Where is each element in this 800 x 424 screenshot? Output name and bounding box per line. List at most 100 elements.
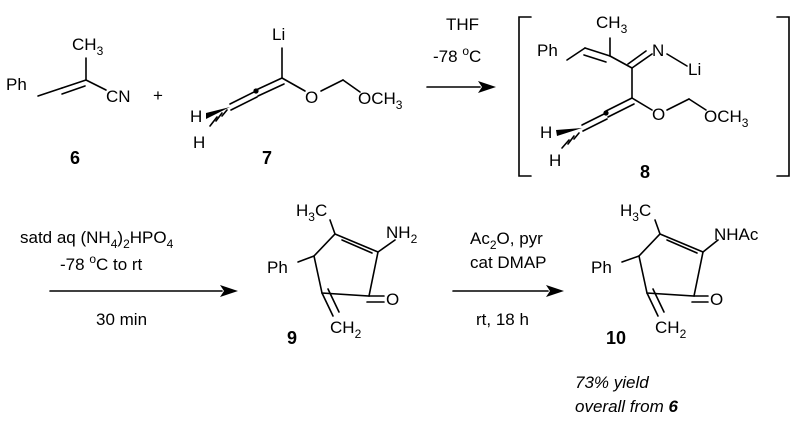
c8-bond xyxy=(631,53,653,69)
compound-number-10: 10 xyxy=(606,328,626,348)
c6-bond xyxy=(37,87,63,97)
c8-bond xyxy=(631,97,653,111)
c7-bond xyxy=(342,79,361,93)
c9-ring-double-bond xyxy=(341,239,373,254)
c9-methyl-label: H3C xyxy=(296,201,327,224)
compound-number-6: 6 xyxy=(70,148,80,168)
c6-bond xyxy=(85,79,107,91)
c10-bond xyxy=(702,239,719,253)
c8-bond xyxy=(605,97,633,112)
compound-9: H3C NH2 Ph O CH2 9 xyxy=(267,201,418,348)
c8-bond xyxy=(584,47,611,57)
c8-bond xyxy=(609,55,633,69)
c9-methylene xyxy=(327,288,340,313)
plus-sign: + xyxy=(153,86,163,105)
c6-bond xyxy=(61,79,87,89)
c9-methylene xyxy=(321,292,334,317)
compound-number-7: 7 xyxy=(262,148,272,168)
c8-bond xyxy=(666,98,690,111)
c9-bond xyxy=(329,219,336,235)
c9-ch2-label: CH2 xyxy=(330,318,362,341)
c8-wedge-bond xyxy=(556,128,582,136)
c8-bond xyxy=(581,112,607,126)
c7-hash-bond xyxy=(221,109,228,117)
c8-bond xyxy=(607,103,635,118)
arrow1-solvent: THF xyxy=(446,15,479,34)
compound-6: Ph CH3 CN 6 xyxy=(6,35,131,168)
compound-number-9: 9 xyxy=(287,328,297,348)
arrow1-temperature: -78 oC xyxy=(433,44,481,66)
arrow3-reagent: Ac2O, pyr xyxy=(470,229,543,252)
c10-bond xyxy=(621,255,640,263)
c7-bond xyxy=(320,79,344,92)
c10-oxygen-label: O xyxy=(710,290,723,309)
c6-nitrile-label: CN xyxy=(106,87,131,106)
arrow3-catalyst: cat DMAP xyxy=(470,253,547,272)
c8-hash-bond xyxy=(567,135,575,145)
c8-methyl-label: CH3 xyxy=(596,13,628,36)
c8-phenyl-label: Ph xyxy=(537,41,558,60)
compound-8: Ph CH3 N Li O OCH3 H H 8 xyxy=(518,13,790,182)
arrow1-head xyxy=(478,81,496,93)
yield-line-1: 73% yield xyxy=(575,373,649,392)
c9-oxygen-label: O xyxy=(386,290,399,309)
c7-bond xyxy=(257,83,285,97)
c8-lithium-label: Li xyxy=(688,60,701,79)
c9-bond xyxy=(297,255,315,263)
c7-bond xyxy=(255,77,283,91)
c8-bond xyxy=(582,118,608,132)
c9-phenyl-label: Ph xyxy=(267,258,288,277)
c7-lithium-label: Li xyxy=(272,25,285,44)
c10-ring xyxy=(638,233,704,297)
c8-bond xyxy=(566,47,586,61)
yield-line-2: overall from 6 xyxy=(575,397,679,416)
c7-bond xyxy=(229,90,257,105)
c10-phenyl-label: Ph xyxy=(591,258,612,277)
c8-nitrogen-label: N xyxy=(652,41,664,60)
arrow-1: THF -78 oC xyxy=(426,15,496,93)
c8-bond xyxy=(666,53,688,67)
c10-ch2-label: CH2 xyxy=(655,318,687,341)
c9-bond xyxy=(377,239,396,253)
arrow2-temperature: -78 oC to rt xyxy=(60,252,143,274)
arrow-3: Ac2O, pyr cat DMAP rt, 18 h xyxy=(452,229,564,329)
c7-hydrogen-2: H xyxy=(193,133,205,152)
c10-acetamido-label: NHAc xyxy=(714,225,759,244)
c8-bond xyxy=(688,98,707,111)
compound-7: Li O OCH3 H H 7 xyxy=(190,25,403,168)
c7-hydrogen-1: H xyxy=(190,107,202,126)
arrow-2: satd aq (NH4)2HPO4 -78 oC to rt 30 min xyxy=(20,228,238,329)
yield-note: 73% yield overall from 6 xyxy=(575,373,679,416)
arrow2-reagent: satd aq (NH4)2HPO4 xyxy=(20,228,174,251)
compound-10: H3C NHAc Ph O CH2 10 xyxy=(591,201,759,348)
c8-bond xyxy=(627,50,647,65)
c7-oxygen-label: O xyxy=(305,88,318,107)
arrow2-head xyxy=(220,285,238,297)
c7-bond xyxy=(230,96,258,111)
c7-bond xyxy=(281,77,306,92)
c8-bond xyxy=(583,54,607,63)
c6-phenyl-label: Ph xyxy=(6,75,27,94)
c9-amino-label: NH2 xyxy=(386,223,418,246)
arrow3-head xyxy=(546,285,564,297)
c8-oxygen-label: O xyxy=(652,105,665,124)
c6-methyl-label: CH3 xyxy=(72,35,104,58)
arrow2-time: 30 min xyxy=(96,310,147,329)
c10-methylene xyxy=(646,292,659,317)
arrow3-time: rt, 18 h xyxy=(476,310,529,329)
c10-ring-double-bond xyxy=(666,239,698,254)
c8-methoxy-label: OCH3 xyxy=(704,107,749,130)
c8-hash-bond xyxy=(561,139,570,149)
c10-methyl-label: H3C xyxy=(620,201,651,224)
c6-bond xyxy=(61,85,86,95)
left-bracket xyxy=(518,16,532,177)
c9-ring xyxy=(313,233,379,297)
c7-wedge-bond xyxy=(206,107,230,119)
right-bracket xyxy=(776,16,790,177)
c10-bond xyxy=(654,219,661,235)
c7-methoxy-label: OCH3 xyxy=(358,89,403,112)
c8-hash-bond xyxy=(573,132,580,140)
compound-number-8: 8 xyxy=(640,162,650,182)
c8-hydrogen-2: H xyxy=(549,151,561,170)
